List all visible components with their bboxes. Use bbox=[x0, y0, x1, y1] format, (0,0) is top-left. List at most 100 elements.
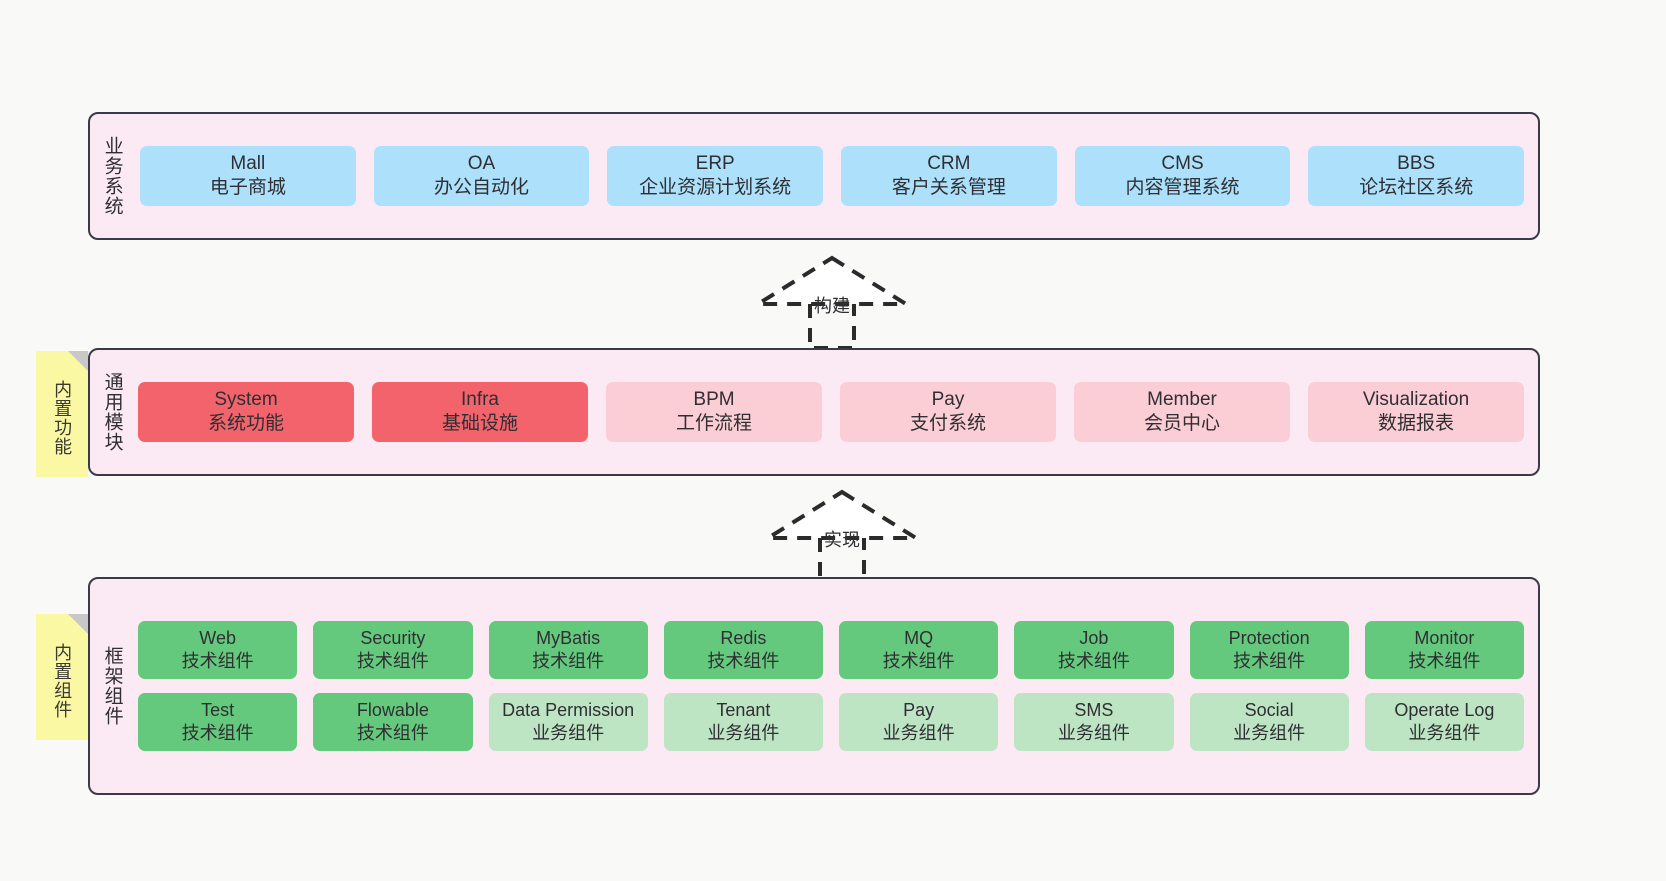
node-title-cn: 基础设施 bbox=[441, 413, 518, 434]
node-title-en: Data Permission bbox=[502, 700, 635, 720]
node-title-en: Redis bbox=[720, 627, 767, 648]
node-row: Test 技术组件 Flowable 技术组件 Data Permission … bbox=[138, 693, 1524, 752]
node-title-cn: 技术组件 bbox=[1233, 650, 1306, 671]
node-tenant[interactable]: Tenant 业务组件 bbox=[663, 693, 823, 752]
node-monitor[interactable]: Monitor 技术组件 bbox=[1364, 620, 1524, 679]
node-title-en: Mall bbox=[230, 152, 266, 174]
connector-label-realize: 实现 bbox=[824, 530, 860, 550]
node-title-cn: 技术组件 bbox=[1057, 650, 1130, 671]
node-title-en: Tenant bbox=[716, 700, 771, 720]
node-title-cn: 技术组件 bbox=[181, 723, 254, 744]
node-title-en: Member bbox=[1147, 388, 1217, 410]
node-title-cn: 数据报表 bbox=[1377, 413, 1454, 434]
node-bbs[interactable]: BBS 论坛社区系统 bbox=[1308, 145, 1525, 207]
node-mybatis[interactable]: MyBatis 技术组件 bbox=[488, 620, 648, 679]
layer-body-common-modules: System 系统功能 Infra 基础设施 BPM 工作流程 Pay 支付系统… bbox=[134, 350, 1538, 474]
node-flowable[interactable]: Flowable 技术组件 bbox=[313, 693, 473, 752]
node-title-en: Test bbox=[201, 700, 235, 720]
sticky-note-label: 内置组件 bbox=[52, 643, 73, 719]
node-title-cn: 技术组件 bbox=[356, 650, 429, 671]
node-redis[interactable]: Redis 技术组件 bbox=[663, 620, 823, 679]
node-mall[interactable]: Mall 电子商城 bbox=[140, 145, 356, 207]
node-title-cn: 客户关系管理 bbox=[891, 177, 1006, 198]
node-title-cn: 技术组件 bbox=[356, 723, 429, 744]
node-title-cn: 业务组件 bbox=[1233, 723, 1306, 744]
layer-title-framework-components: 框架组件 bbox=[101, 646, 123, 726]
node-title-en: BBS bbox=[1397, 152, 1436, 174]
layer-common-modules: 通用模块 System 系统功能 Infra 基础设施 BPM 工作流程 Pay… bbox=[88, 348, 1540, 476]
node-title-en: Job bbox=[1079, 627, 1109, 648]
node-data-permission[interactable]: Data Permission 业务组件 bbox=[488, 693, 648, 752]
node-cms[interactable]: CMS 内容管理系统 bbox=[1074, 145, 1291, 207]
node-title-cn: 技术组件 bbox=[707, 650, 780, 671]
node-title-en: MyBatis bbox=[536, 627, 601, 648]
node-row: System 系统功能 Infra 基础设施 BPM 工作流程 Pay 支付系统… bbox=[138, 381, 1524, 443]
node-bpm[interactable]: BPM 工作流程 bbox=[606, 381, 822, 443]
connector-build: 构建 bbox=[750, 254, 914, 350]
node-row: Mall 电子商城 OA 办公自动化 ERP 企业资源计划系统 CRM 客户关系… bbox=[140, 145, 1525, 207]
node-title-en: Protection bbox=[1228, 627, 1310, 648]
node-title-en: Social bbox=[1244, 700, 1294, 720]
node-system[interactable]: System 系统功能 bbox=[138, 381, 354, 443]
node-title-en: Security bbox=[360, 627, 426, 648]
node-security[interactable]: Security 技术组件 bbox=[313, 620, 473, 679]
node-mq[interactable]: MQ 技术组件 bbox=[839, 620, 999, 679]
node-title-cn: 内容管理系统 bbox=[1125, 177, 1240, 198]
node-title-en: SMS bbox=[1074, 700, 1114, 720]
node-title-cn: 会员中心 bbox=[1143, 413, 1220, 434]
node-title-en: ERP bbox=[695, 152, 735, 174]
node-title-en: OA bbox=[467, 152, 496, 174]
node-title-en: Monitor bbox=[1414, 627, 1475, 648]
node-pay[interactable]: Pay 支付系统 bbox=[840, 381, 1056, 443]
node-crm[interactable]: CRM 客户关系管理 bbox=[841, 145, 1057, 207]
node-title-en: Visualization bbox=[1362, 388, 1470, 410]
node-title-cn: 支付系统 bbox=[909, 413, 986, 434]
sticky-note-label: 内置功能 bbox=[52, 380, 73, 456]
node-visualization[interactable]: Visualization 数据报表 bbox=[1308, 381, 1524, 443]
node-row: Web 技术组件 Security 技术组件 MyBatis 技术组件 Redi… bbox=[138, 620, 1524, 679]
node-member[interactable]: Member 会员中心 bbox=[1074, 381, 1290, 443]
node-title-en: CMS bbox=[1161, 152, 1204, 174]
layer-framework-components: 框架组件 Web 技术组件 Security 技术组件 MyBatis 技术组件… bbox=[88, 577, 1540, 795]
node-protection[interactable]: Protection 技术组件 bbox=[1189, 620, 1349, 679]
node-title-cn: 电子商城 bbox=[209, 177, 286, 198]
node-job[interactable]: Job 技术组件 bbox=[1014, 620, 1174, 679]
connector-label-build: 构建 bbox=[814, 296, 850, 316]
layer-business-systems: 业务系统 Mall 电子商城 OA 办公自动化 ERP 企业资源计划系统 CRM… bbox=[88, 112, 1540, 240]
node-title-en: System bbox=[214, 388, 278, 410]
node-test[interactable]: Test 技术组件 bbox=[138, 693, 298, 752]
layer-body-business-systems: Mall 电子商城 OA 办公自动化 ERP 企业资源计划系统 CRM 客户关系… bbox=[134, 114, 1538, 238]
node-title-en: MQ bbox=[904, 627, 934, 648]
node-title-cn: 企业资源计划系统 bbox=[639, 177, 792, 198]
node-title-cn: 技术组件 bbox=[1408, 650, 1481, 671]
sticky-note-builtin-function: 内置功能 bbox=[36, 351, 88, 477]
sticky-note-builtin-component: 内置组件 bbox=[36, 614, 88, 740]
node-title-en: Infra bbox=[460, 388, 500, 410]
connector-realize: 实现 bbox=[760, 488, 924, 584]
dashed-generalization-arrow-icon bbox=[750, 255, 914, 350]
node-operate-log[interactable]: Operate Log 业务组件 bbox=[1364, 693, 1524, 752]
node-title-en: Web bbox=[199, 627, 236, 648]
node-title-cn: 技术组件 bbox=[181, 650, 254, 671]
node-web[interactable]: Web 技术组件 bbox=[138, 620, 298, 679]
node-title-en: Pay bbox=[931, 388, 965, 410]
node-title-cn: 技术组件 bbox=[532, 650, 605, 671]
layer-title-business-systems: 业务系统 bbox=[101, 136, 123, 216]
node-title-en: BPM bbox=[693, 388, 735, 410]
node-title-cn: 业务组件 bbox=[532, 723, 605, 744]
node-erp[interactable]: ERP 企业资源计划系统 bbox=[607, 145, 824, 207]
layer-body-framework-components: Web 技术组件 Security 技术组件 MyBatis 技术组件 Redi… bbox=[134, 579, 1538, 793]
node-pay-business[interactable]: Pay 业务组件 bbox=[839, 693, 999, 752]
node-social[interactable]: Social 业务组件 bbox=[1189, 693, 1349, 752]
node-title-en: Operate Log bbox=[1394, 700, 1495, 720]
node-title-en: Pay bbox=[903, 700, 935, 720]
node-title-cn: 工作流程 bbox=[675, 413, 752, 434]
node-infra[interactable]: Infra 基础设施 bbox=[372, 381, 588, 443]
node-title-cn: 业务组件 bbox=[1057, 723, 1130, 744]
node-title-cn: 业务组件 bbox=[707, 723, 780, 744]
node-sms[interactable]: SMS 业务组件 bbox=[1014, 693, 1174, 752]
node-oa[interactable]: OA 办公自动化 bbox=[373, 145, 590, 207]
node-title-en: Flowable bbox=[356, 700, 429, 720]
node-title-cn: 业务组件 bbox=[882, 723, 955, 744]
